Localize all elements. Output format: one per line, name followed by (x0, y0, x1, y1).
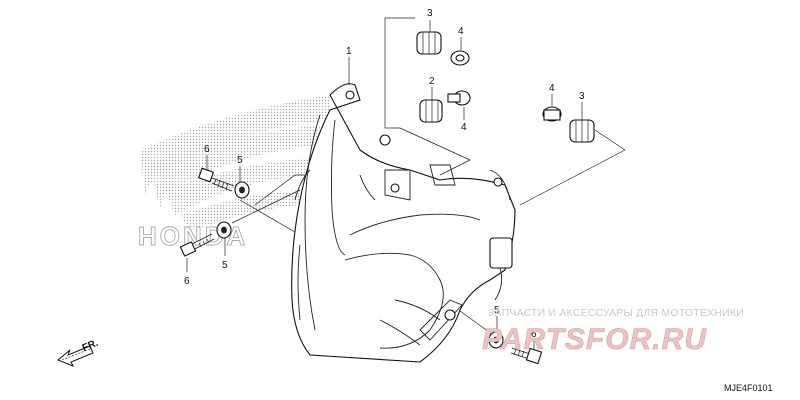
shop-tagline: ЗАПЧАСТИ И АКСЕССУАРЫ ДЛЯ МОТОТЕХНИКИ (488, 307, 744, 319)
grommet-3-top (416, 31, 442, 55)
callout-leaders (186, 20, 583, 350)
headlight-assembly (291, 83, 516, 363)
callout-6-lower: 6 (184, 276, 190, 287)
collar-4-right (542, 106, 562, 122)
callout-4-top: 4 (458, 26, 464, 37)
grommet-3-right (569, 119, 595, 143)
washer-5-upper (234, 181, 250, 199)
bolt-6-lower (179, 233, 215, 257)
washer-5-lower (216, 221, 232, 239)
callout-5-upper: 5 (237, 155, 243, 166)
diagram-code: MJE4F0101 (724, 383, 773, 393)
callout-6-upper: 6 (204, 144, 210, 155)
bolt-6-upper (197, 167, 235, 192)
front-direction-label: FR. (81, 338, 100, 354)
callout-4-mid: 4 (461, 122, 467, 133)
washer-5-bottom (488, 331, 504, 349)
collar-4-mid (447, 90, 471, 106)
callout-3-top: 3 (427, 8, 433, 19)
callout-6-bottom: 6 (531, 329, 537, 340)
callout-3-right: 3 (579, 91, 585, 102)
callout-5-bottom: 5 (494, 305, 500, 316)
callouts: 1 2 3 3 4 4 4 5 5 5 6 6 6 (184, 8, 585, 340)
callout-2: 2 (429, 76, 435, 87)
shop-name: PARTSFOR.RU (482, 323, 707, 356)
leader-lines (231, 17, 626, 341)
shop-watermark: ЗАПЧАСТИ И АКСЕССУАРЫ ДЛЯ МОТОТЕХНИКИ PA… (482, 307, 744, 356)
collar-4-top (450, 50, 470, 66)
front-direction-arrow: FR. (57, 338, 100, 367)
callout-5-lower: 5 (222, 260, 228, 271)
grommet-2 (419, 99, 443, 123)
bolt-6-bottom (510, 347, 543, 365)
callout-4-right: 4 (549, 83, 555, 94)
callout-1: 1 (346, 46, 352, 57)
